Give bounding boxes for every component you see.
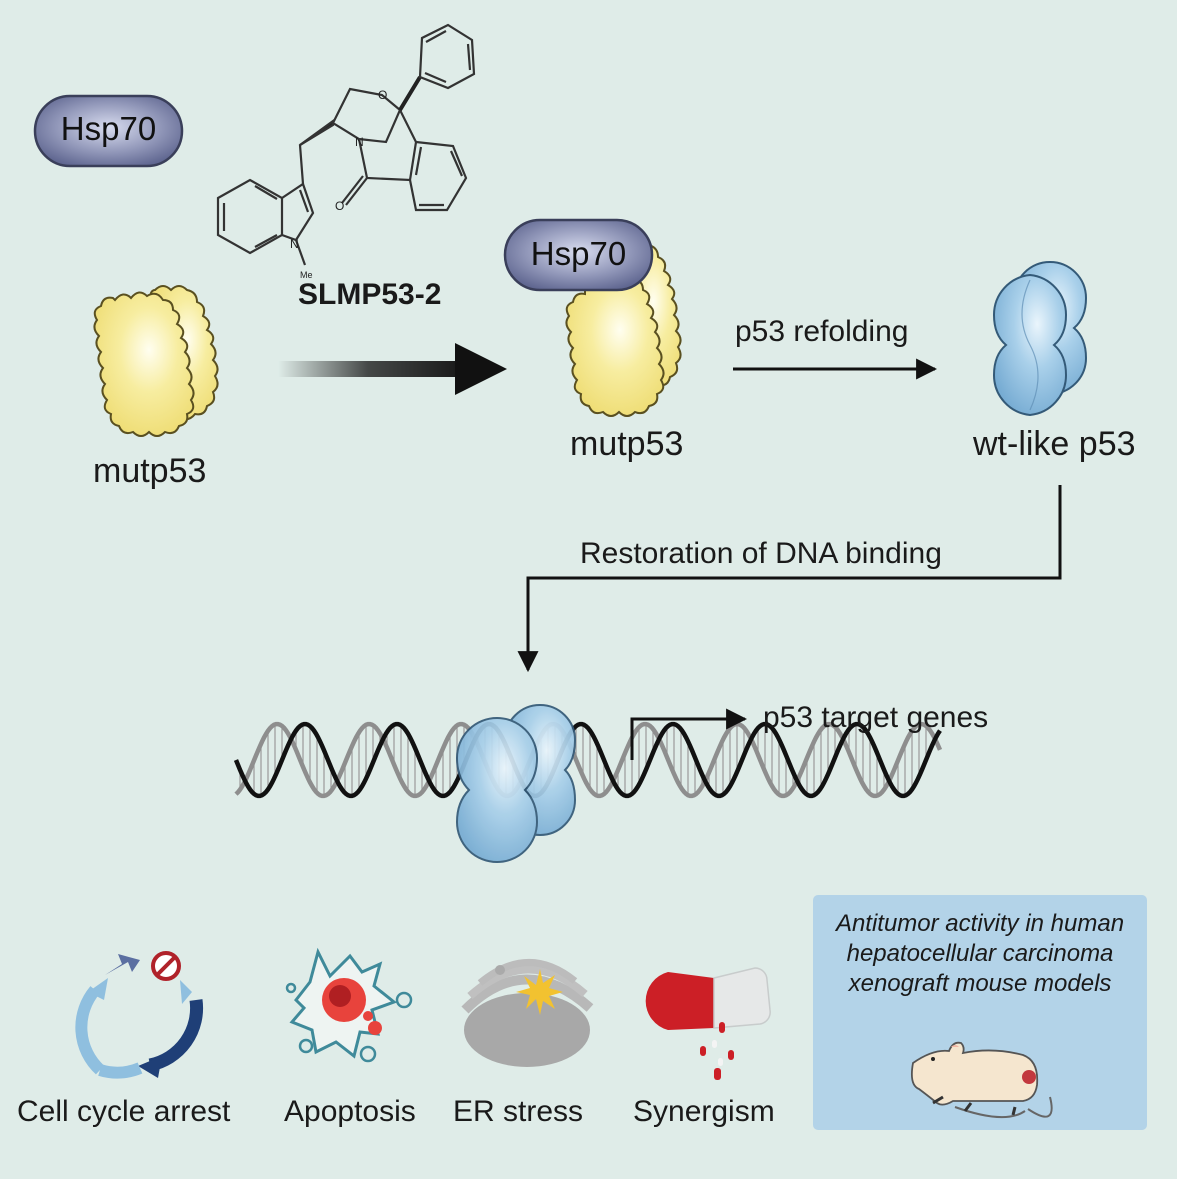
hsp70-bound-label: Hsp70 xyxy=(530,235,627,272)
mutp53-hsp70-complex-icon xyxy=(503,218,682,417)
mouse-tumor-icon xyxy=(910,1041,1053,1119)
cell-cycle-arrest-icon xyxy=(75,951,204,1079)
refolding-label: p53 refolding xyxy=(735,315,909,348)
dna-helix-icon xyxy=(233,721,943,799)
xenograft-description: Antitumor activity in human hepatocellul… xyxy=(813,909,1147,999)
xenograft-line: hepatocellular carcinoma xyxy=(846,940,1114,967)
xenograft-line: Antitumor activity in human xyxy=(835,910,1125,937)
capsule-pills-icon xyxy=(645,967,771,1080)
wt-like-p53-label: wt-like p53 xyxy=(973,425,1136,463)
restoration-label: Restoration of DNA binding xyxy=(580,537,942,570)
mutp53-protein-icon xyxy=(93,285,219,437)
outcome-label-er-stress: ER stress xyxy=(453,1095,584,1128)
slmp53-2-structure-icon xyxy=(216,23,476,266)
endoplasmic-reticulum-icon xyxy=(461,959,594,1067)
hsp70-bound xyxy=(503,218,654,292)
compound-name-label: SLMP53-2 xyxy=(298,278,442,311)
xenograft-panel: Antitumor activity in human hepatocellul… xyxy=(813,895,1147,1130)
wt-like-p53-icon xyxy=(992,260,1088,417)
outcome-label-synergism: Synergism xyxy=(633,1095,775,1128)
xenograft-line: xenograft mouse models xyxy=(848,970,1112,997)
atom-label-me: Me xyxy=(300,270,313,280)
atom-label-o1: O xyxy=(378,88,387,102)
structure-atom-labels: O N N O Me xyxy=(290,88,387,280)
transcription-start-arrow xyxy=(630,708,748,760)
outcome-label-cell-cycle-arrest: Cell cycle arrest xyxy=(17,1095,231,1128)
p53-dna-bound-icon xyxy=(455,703,577,864)
drug-treatment-arrow xyxy=(278,343,507,395)
restoration-arrow xyxy=(517,485,1062,673)
atom-label-n1: N xyxy=(355,135,364,149)
hsp70-free-label: Hsp70 xyxy=(60,110,157,147)
hsp70-free xyxy=(33,94,184,168)
outcome-label-apoptosis: Apoptosis xyxy=(284,1095,416,1128)
apoptotic-cell-icon xyxy=(285,947,413,1063)
atom-label-n2: N xyxy=(290,237,299,251)
mutp53-left-label: mutp53 xyxy=(93,452,207,490)
atom-label-o2: O xyxy=(335,199,344,213)
target-genes-label: p53 target genes xyxy=(763,701,989,734)
mutp53-complex-label: mutp53 xyxy=(570,425,684,463)
